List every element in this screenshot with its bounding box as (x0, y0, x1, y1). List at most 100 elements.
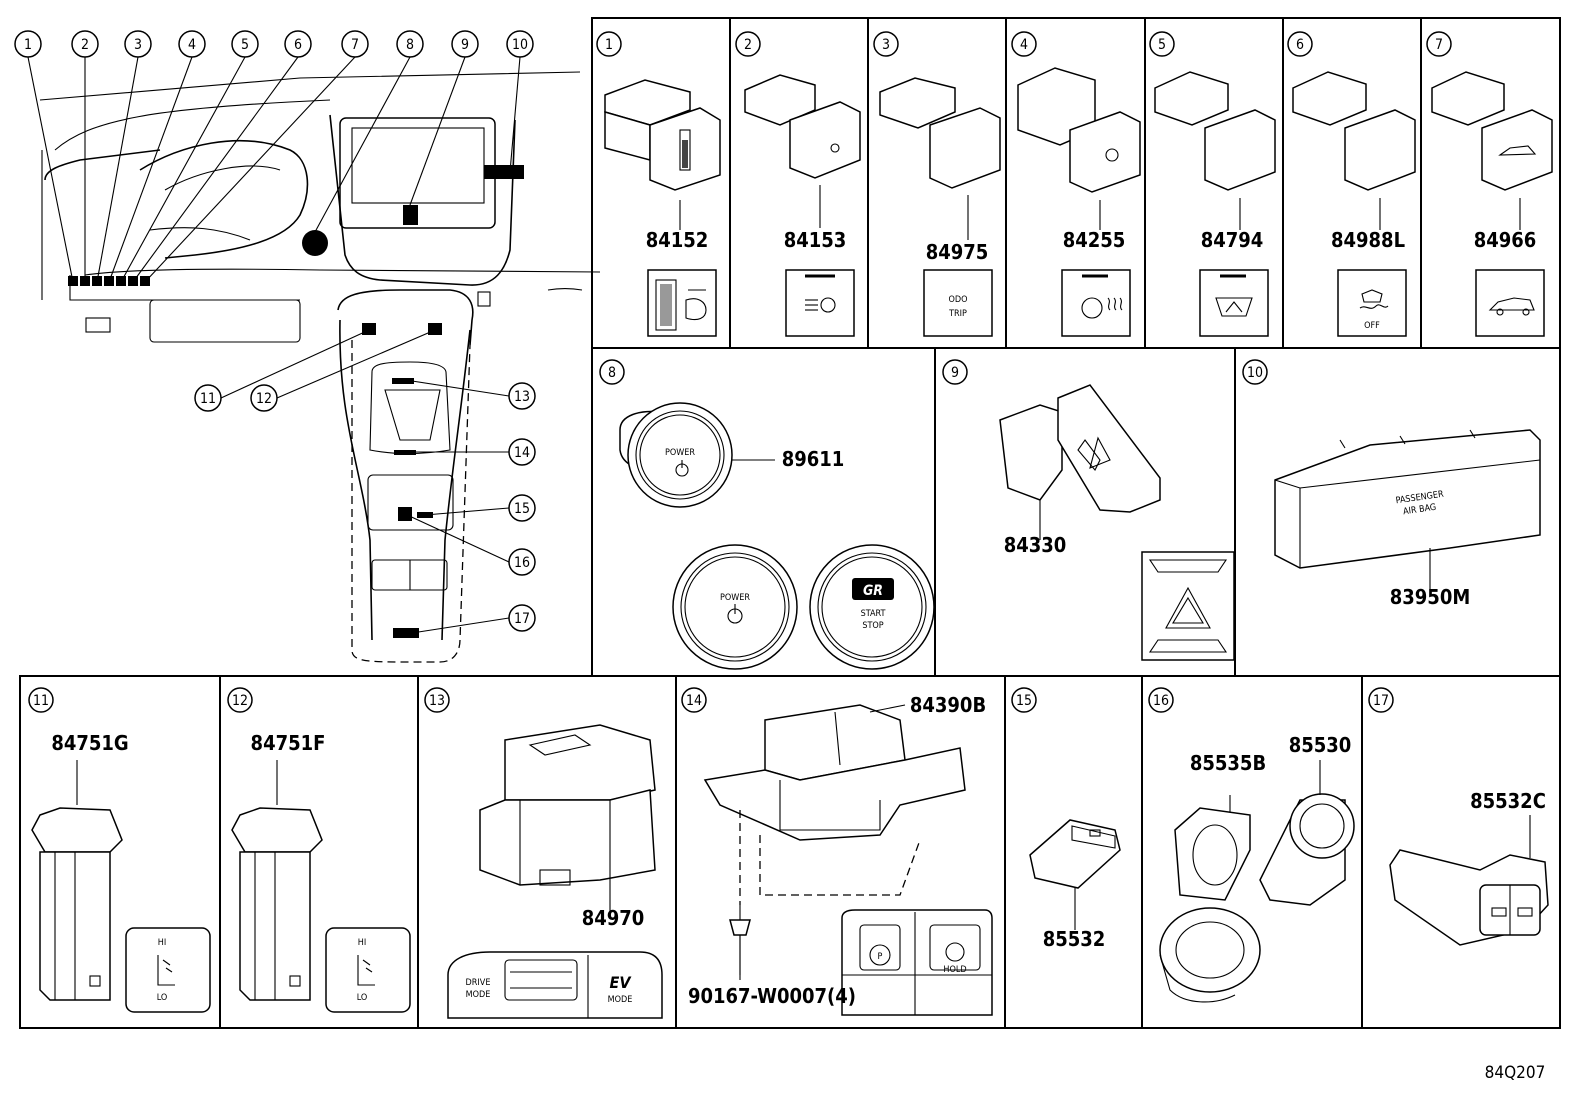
part-number: 85530 (1289, 733, 1352, 757)
switch-face-3: ODO TRIP (923, 269, 993, 337)
svg-text:3: 3 (882, 37, 890, 53)
seat-hi-label-f: HI (358, 938, 366, 948)
part-number: 84153 (784, 228, 847, 252)
svg-text:17: 17 (514, 611, 530, 627)
svg-text:13: 13 (514, 389, 530, 405)
svg-text:12: 12 (232, 693, 248, 709)
svg-text:4: 4 (188, 37, 196, 53)
svg-text:2: 2 (744, 37, 752, 53)
svg-text:15: 15 (514, 501, 530, 517)
svg-text:9: 9 (951, 365, 959, 381)
seat-heater-panels: HI LO HI LO (31, 760, 411, 1013)
hold-label: HOLD (943, 965, 966, 975)
panel-id-4: 4 (1011, 31, 1037, 57)
svg-text:14: 14 (514, 445, 530, 461)
panel-id-10: 10 (1242, 359, 1268, 385)
switch-face-1 (647, 269, 717, 337)
drive-mode-panel: DRIVE MODE EV MODE (447, 724, 663, 1019)
panel-id-1: 1 (596, 31, 622, 57)
switch-body-6 (1292, 71, 1416, 230)
overview-callout-5: 5 (231, 30, 259, 58)
overview-callout-17: 17 (508, 604, 536, 632)
svg-text:16: 16 (514, 555, 530, 571)
part-number: 84966 (1474, 228, 1537, 252)
parking-hold-panel: P HOLD (703, 704, 993, 1016)
parking-p-label: P (878, 952, 883, 962)
svg-text:10: 10 (1247, 365, 1263, 381)
svg-text:16: 16 (1153, 693, 1169, 709)
power-label-1: POWER (665, 448, 695, 458)
switch-body-4 (1017, 67, 1141, 230)
panel-id-16: 16 (1148, 687, 1174, 713)
switch-face-4 (1061, 269, 1131, 337)
part-number: 84988L (1331, 228, 1405, 252)
panel-id-14: 14 (681, 687, 707, 713)
svg-text:5: 5 (1158, 37, 1166, 53)
svg-text:2: 2 (81, 37, 89, 53)
svg-text:4: 4 (1020, 37, 1028, 53)
part-number: 84975 (926, 240, 989, 264)
svg-text:8: 8 (406, 37, 414, 53)
panel-id-15: 15 (1011, 687, 1037, 713)
overview-callout-13: 13 (508, 382, 536, 410)
switch-face-6: OFF (1337, 269, 1407, 337)
part-number: 83950M (1390, 585, 1471, 609)
odo-label: ODO (949, 295, 968, 305)
svg-text:12: 12 (256, 391, 272, 407)
switch-face-2 (785, 269, 855, 337)
svg-text:14: 14 (686, 693, 702, 709)
panel-id-2: 2 (735, 31, 761, 57)
svg-text:3: 3 (134, 37, 142, 53)
panel-id-9: 9 (942, 359, 968, 385)
part-number: 89611 (782, 447, 845, 471)
overview-callout-2: 2 (71, 30, 99, 58)
svg-text:13: 13 (429, 693, 445, 709)
socket-85532-panel (1029, 819, 1121, 930)
ev-label: EV (610, 973, 633, 992)
seat-heater-84751F: HI LO (231, 760, 411, 1013)
power-label-2: POWER (720, 593, 750, 603)
svg-text:6: 6 (1296, 37, 1304, 53)
overview-callout-8: 8 (396, 30, 424, 58)
power-switch-panel: POWER POWER GR START STOP (619, 402, 935, 670)
overview-callout-1: 1 (14, 30, 42, 58)
part-number: 90167-W0007(4) (688, 984, 856, 1008)
seat-lo-label-g: LO (157, 993, 168, 1003)
off-label: OFF (1364, 321, 1380, 331)
part-number: 84330 (1004, 533, 1067, 557)
svg-text:7: 7 (351, 37, 359, 53)
svg-text:9: 9 (461, 37, 469, 53)
usb-85532c-panel (1389, 815, 1549, 946)
panel-id-7: 7 (1426, 31, 1452, 57)
svg-text:15: 15 (1016, 693, 1032, 709)
panel-id-17: 17 (1368, 687, 1394, 713)
panel-id-13: 13 (424, 687, 450, 713)
part-number: 84390B (910, 693, 986, 717)
svg-text:6: 6 (294, 37, 302, 53)
part-number: 85535B (1190, 751, 1266, 775)
switch-body-1 (604, 79, 721, 230)
panel-id-6: 6 (1287, 31, 1313, 57)
seat-heater-84751G: HI LO (31, 760, 211, 1013)
trip-label: TRIP (948, 309, 967, 319)
part-number: 84794 (1201, 228, 1264, 252)
overview-callout-10: 10 (506, 30, 534, 58)
part-number: 85532 (1043, 927, 1106, 951)
seat-hi-label-g: HI (158, 938, 166, 948)
hazard-switch-panel (999, 384, 1235, 661)
airbag-label: AIR BAG (1403, 503, 1437, 518)
top-row-switches: ODO TRIP OFF (604, 67, 1553, 337)
overview-callout-6: 6 (284, 30, 312, 58)
overview-callout-7: 7 (341, 30, 369, 58)
svg-text:10: 10 (512, 37, 528, 53)
part-number: 84970 (582, 906, 645, 930)
part-number: 85532C (1470, 789, 1546, 813)
switch-body-3 (879, 77, 1001, 240)
switch-body-5 (1154, 71, 1276, 230)
ev-mode-label: MODE (608, 995, 633, 1005)
switch-face-7 (1475, 269, 1545, 337)
power-outlet-panel (1159, 760, 1355, 1003)
svg-text:11: 11 (200, 391, 216, 407)
footer-code: 84Q207 (1485, 1063, 1546, 1083)
